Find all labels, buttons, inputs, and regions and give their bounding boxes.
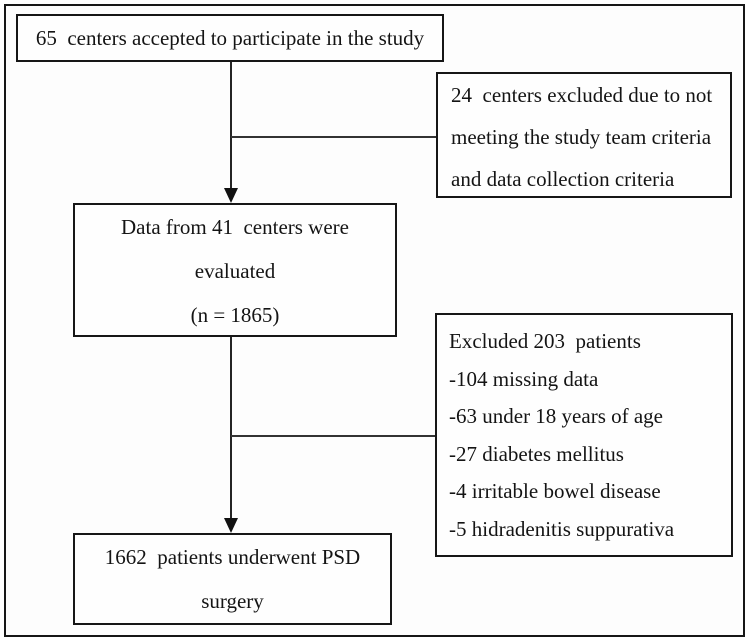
box-patients-excluded-line-6: -5 hidradenitis suppurativa <box>449 516 675 541</box>
box-data-evaluated-line-2: evaluated <box>194 259 276 283</box>
box-patients-excluded-line-2: -104 missing data <box>449 366 599 391</box>
box-patients-excluded-line-5: -4 irritable bowel disease <box>449 479 661 503</box>
connector-vertical-evaluated-to-surgery <box>230 337 232 518</box>
connector-branch-to-patients-excluded <box>231 435 435 437</box>
box-psd-surgery-line-2: surgery <box>201 589 264 613</box>
box-centers-excluded-line-3: and data collection criteria <box>451 167 675 191</box>
box-data-evaluated-line-1: Data from 41 centers were <box>121 215 349 239</box>
box-centers-excluded-line-2: meeting the study team criteria <box>451 125 712 149</box>
box-data-evaluated-line-3: (n = 1865) <box>190 303 280 327</box>
box-patients-excluded-line-4: -27 diabetes mellitus <box>449 441 624 466</box>
connector-branch-to-centers-excluded <box>231 136 436 138</box>
box-data-evaluated: Data from 41 centers were evaluated (n =… <box>73 203 397 337</box>
box-centers-accepted: 65 centers accepted to participate in th… <box>16 14 444 62</box>
connector-vertical-top-to-evaluated <box>230 62 232 188</box>
box-patients-excluded-line-3: -63 under 18 years of age <box>449 404 663 428</box>
box-patients-excluded-line-1: Excluded 203 patients <box>449 329 641 353</box>
arrowhead-down-icon <box>224 518 238 533</box>
box-centers-excluded-line-1: 24 centers excluded due to not <box>451 83 713 107</box>
box-psd-surgery-line-1: 1662 patients underwent PSD <box>104 545 361 569</box>
arrowhead-down-icon <box>224 188 238 203</box>
box-patients-excluded: Excluded 203 patients -104 missing data … <box>435 313 733 557</box>
box-centers-excluded: 24 centers excluded due to not meeting t… <box>436 72 732 198</box>
box-psd-surgery: 1662 patients underwent PSD surgery <box>73 533 392 625</box>
box-centers-accepted-text: 65 centers accepted to participate in th… <box>35 25 425 50</box>
